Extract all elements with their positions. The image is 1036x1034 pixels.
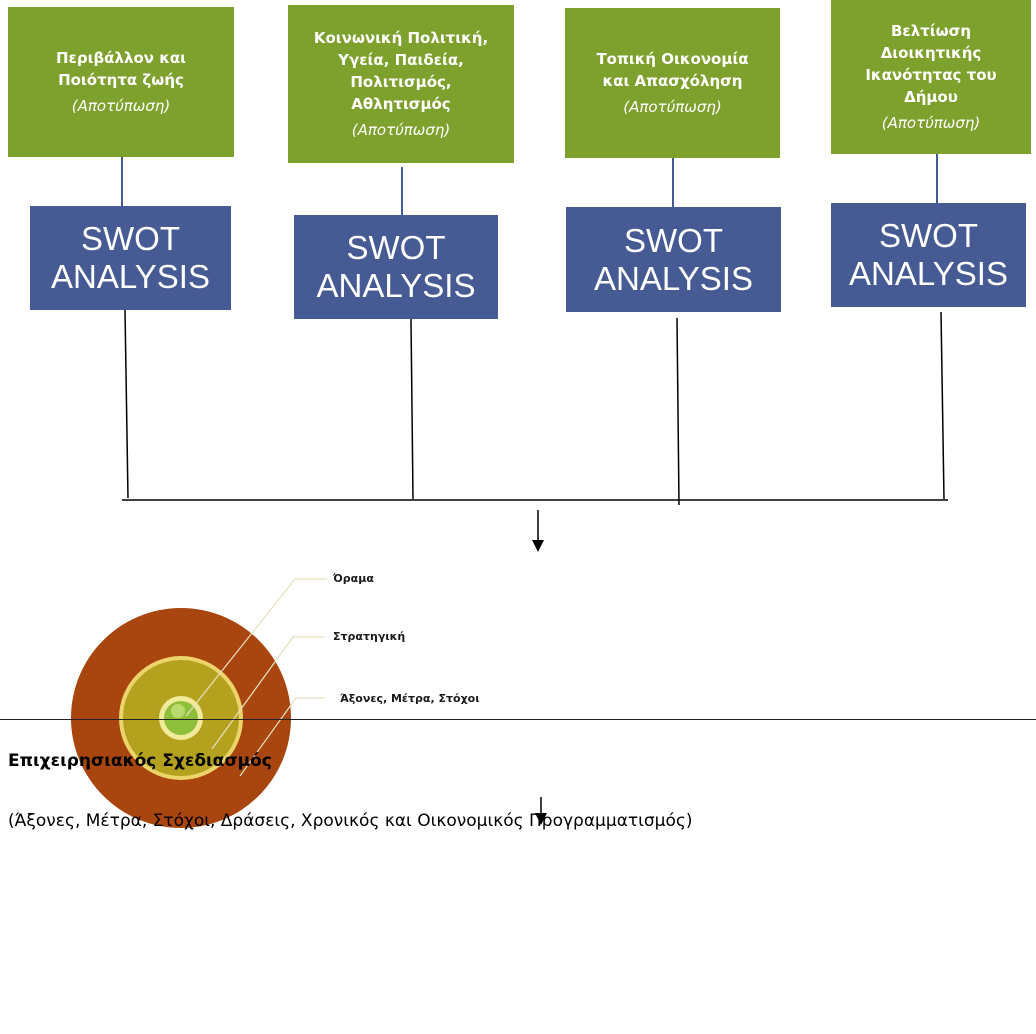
label-axes-measures-goals: Άξονες, Μέτρα, Στόχοι — [340, 692, 480, 705]
label-strategy: Στρατηγική — [333, 630, 406, 643]
down-arrow-icon — [535, 813, 547, 825]
pillar-title: Περιβάλλον και Ποιότητα ζωής — [55, 49, 187, 89]
swot-label: SWOT — [879, 217, 978, 254]
leader-line-vision — [185, 578, 327, 717]
swot-analysis-box: SWOT ANALYSIS — [294, 215, 498, 319]
pillar-title: Κοινωνική Πολιτική, Υγεία, Παιδεία, Πολι… — [313, 29, 489, 113]
label-vision: Όραμα — [333, 572, 374, 585]
pillar-subtitle: (Αποτύπωση) — [351, 121, 451, 139]
pillar-box-social-policy: Κοινωνική Πολιτική, Υγεία, Παιδεία, Πολι… — [288, 5, 514, 163]
pillar-subtitle: (Αποτύπωση) — [881, 114, 981, 132]
connector-swot-down — [124, 309, 129, 499]
divider — [0, 719, 1036, 720]
connector-swot-down — [410, 318, 414, 500]
operational-planning-subtitle: (Άξονες, Μέτρα, Στόχοι, Δράσεις, Χρονικό… — [8, 811, 693, 831]
connector-swot-down — [940, 311, 945, 500]
pillar-box-environment: Περιβάλλον και Ποιότητα ζωής (Αποτύπωση) — [8, 7, 234, 157]
leader-line-strategy — [211, 636, 324, 750]
pillar-box-local-economy: Τοπική Οικονομία και Απασχόληση (Αποτύπω… — [565, 8, 780, 158]
swot-label: SWOT — [346, 229, 446, 266]
analysis-label: ANALYSIS — [849, 255, 1008, 292]
pillar-box-administrative-capacity: Βελτίωση Διοικητικής Ικανότητας του Δήμο… — [831, 0, 1031, 154]
swot-label: SWOT — [624, 221, 723, 259]
pillar-title: Τοπική Οικονομία και Απασχόληση — [596, 50, 749, 90]
pillar-subtitle: (Αποτύπωση) — [623, 98, 722, 116]
swot-label: SWOT — [81, 220, 180, 257]
swot-analysis-box: SWOT ANALYSIS — [831, 203, 1026, 307]
pillar-subtitle: (Αποτύπωση) — [71, 97, 171, 115]
analysis-label: ANALYSIS — [51, 258, 210, 295]
swot-analysis-box: SWOT ANALYSIS — [566, 207, 781, 312]
down-arrow-icon — [532, 540, 544, 552]
analysis-label: ANALYSIS — [594, 259, 753, 297]
swot-analysis-box: SWOT ANALYSIS — [30, 206, 231, 310]
operational-planning-title: Επιχειρησιακός Σχεδιασμός — [8, 751, 272, 771]
analysis-label: ANALYSIS — [316, 267, 476, 304]
connector-swot-down — [676, 317, 680, 506]
pillar-title: Βελτίωση Διοικητικής Ικανότητας του Δήμο… — [865, 22, 997, 106]
leader-line-axes — [239, 697, 325, 777]
core-highlight — [171, 704, 185, 718]
